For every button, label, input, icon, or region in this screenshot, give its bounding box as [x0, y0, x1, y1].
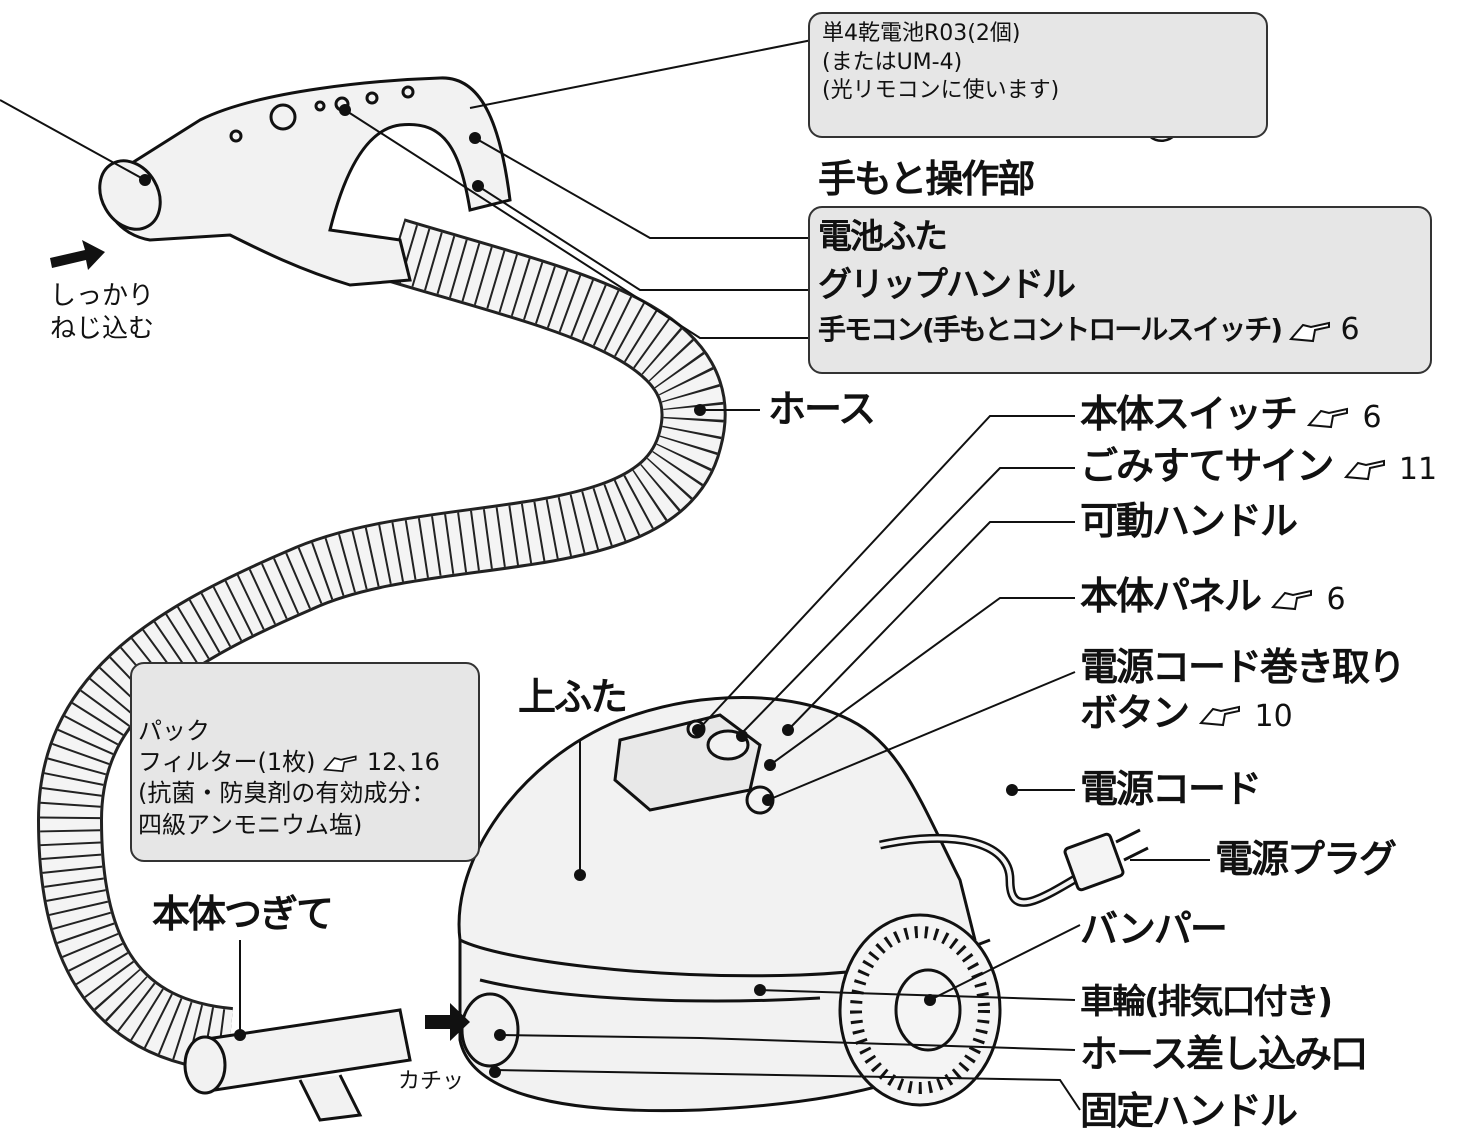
battery-line-1: 単4乾電池R03(2個)	[822, 21, 1021, 46]
power-plug-graphic	[1063, 828, 1149, 892]
body-joint-graphic	[183, 1008, 412, 1122]
top-lid-label: 上ふた	[518, 675, 628, 719]
battery-line-2: (またはUM-4)	[822, 49, 963, 75]
grip-handle-label: グリップハンドル	[818, 264, 1076, 305]
cord-button-line-1: 電源コード巻き取り	[1080, 645, 1406, 689]
filter-info-box	[130, 662, 480, 862]
bumper-label: バンパー	[1080, 907, 1228, 951]
body-panel-ref: 6	[1326, 582, 1346, 617]
filter-line-3: (抗菌・防臭剤の有効成分：	[138, 779, 436, 808]
screw-note-line-2: ねじ込む	[50, 313, 155, 344]
battery-info-text: 単4乾電池R03(2個) (またはUM-4) (光リモコンに使います)	[822, 20, 1059, 106]
movable-handle-label: 可動ハンドル	[1080, 499, 1298, 543]
hose-inlet-label: ホース差し込み口	[1080, 1032, 1368, 1076]
hose-label: ホース	[768, 387, 876, 431]
pointing-hand-icon	[1288, 321, 1330, 343]
screw-arrow	[50, 240, 105, 270]
grip-handle-graphic	[98, 76, 512, 287]
filter-ref: 12､16	[366, 748, 440, 777]
power-cord-graphic	[879, 833, 1093, 907]
battery-info-box	[808, 12, 1268, 138]
click-label: カチッ	[398, 1069, 465, 1094]
hose-graphic	[36, 218, 727, 1073]
battery-line-3: (光リモコンに使います)	[822, 78, 1060, 104]
pointing-hand-icon	[1199, 705, 1241, 727]
cord-button-ref: 10	[1254, 698, 1293, 734]
battery-cover-label: 電池ふた	[818, 217, 948, 257]
filter-line-2: フィルター(1枚)	[138, 748, 316, 777]
power-plug-label: 電源プラグ	[1215, 837, 1397, 881]
filter-line-1: パック	[138, 717, 210, 745]
dust-sign-label: ごみすてサイン	[1080, 444, 1334, 488]
wheel-graphic	[838, 913, 1002, 1107]
remote-switch-label: 手モコン(手もとコントロールスイッチ)	[818, 313, 1283, 347]
wheel-label: 車輪(排気口付き)	[1080, 982, 1333, 1022]
body-joint-label: 本体つぎて	[152, 892, 334, 936]
filter-info-text: パック フィルター(1枚) 12､16 (抗菌・防臭剤の有効成分： 四級アンモニ…	[138, 716, 440, 841]
pointing-hand-icon	[1343, 459, 1385, 480]
fixed-handle-label: 固定ハンドル	[1080, 1089, 1298, 1133]
body-switch-ref: 6	[1362, 400, 1382, 435]
power-cord-label: 電源コード	[1080, 767, 1262, 811]
screw-note-line-1: しっかり	[50, 281, 155, 311]
insert-arrow	[425, 1003, 470, 1041]
body-switch-label: 本体スイッチ	[1080, 392, 1298, 436]
cord-button-label: 電源コード巻き取り ボタン 10	[1080, 645, 1406, 736]
hand-control-heading: 手もと操作部	[818, 157, 1035, 201]
body-panel-label: 本体パネル	[1080, 574, 1262, 618]
body-switch-label-row: 本体スイッチ 6	[1080, 392, 1382, 436]
hand-control-list: 電池ふた グリップハンドル 手モコン(手もとコントロールスイッチ) 6	[818, 214, 1360, 351]
screw-note: しっかり ねじ込む	[50, 280, 154, 345]
leader-lines	[0, 39, 1210, 1111]
dust-sign-label-row: ごみすてサイン 11	[1080, 444, 1438, 488]
body-panel-label-row: 本体パネル 6	[1080, 574, 1346, 618]
cord-button-line-2: ボタン	[1080, 690, 1190, 735]
pointing-hand-icon	[1271, 589, 1313, 610]
pointing-hand-icon	[323, 755, 357, 773]
dust-sign-ref: 11	[1398, 452, 1438, 487]
hand-control-box	[808, 206, 1432, 374]
remote-switch-ref: 6	[1340, 312, 1360, 348]
filter-line-4: 四級アンモニウム塩)	[138, 810, 363, 839]
pointing-hand-icon	[1307, 407, 1349, 428]
